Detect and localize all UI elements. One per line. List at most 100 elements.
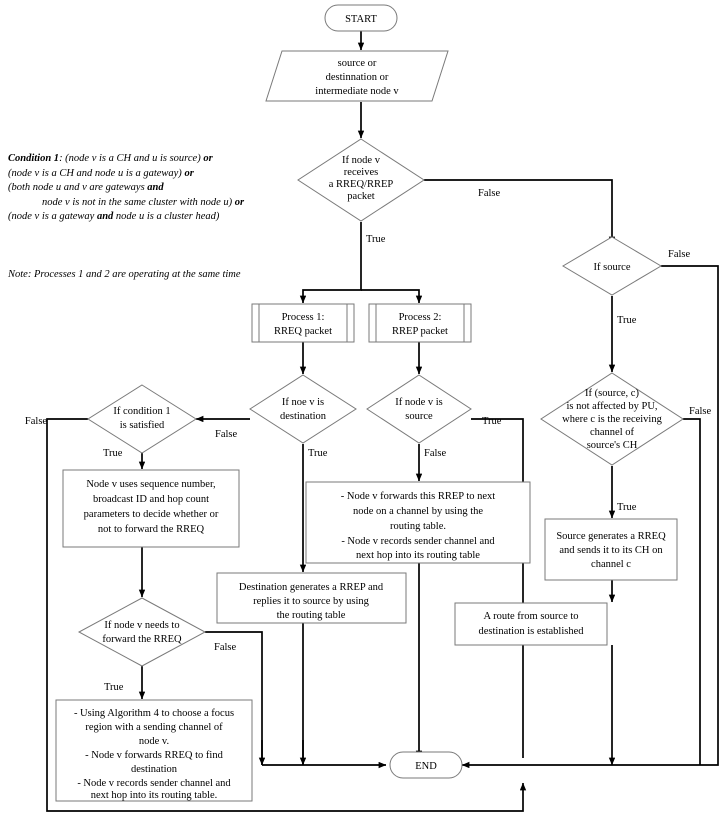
node-decision-condition1: If condition 1 is satisfied [87, 384, 197, 454]
label-receives-false: False [478, 188, 501, 199]
node-decision-if-source-label: If source [593, 262, 630, 273]
node-decision-receives-line-1: If node v [342, 155, 381, 166]
node-decision-receives-line-3: a RREQ/RREP [329, 179, 394, 190]
node-decision-condition1-line-1: If condition 1 [113, 406, 170, 417]
node-process-2-line-1: Process 2: [399, 312, 442, 323]
node-decision-receives: If node v receives a RREQ/RREP packet [297, 138, 425, 222]
node-decision-if-source: If source [562, 236, 662, 296]
node-box-algorithm4-line-1: - Using Algorithm 4 to choose a focus [74, 708, 234, 719]
edge-receives-false [424, 179, 616, 245]
node-box-rrep-forward-line-3: routing table. [390, 521, 446, 532]
process-order-note: Note: Processes 1 and 2 are operating at… [8, 269, 241, 280]
condition-1-line-3: (both node u and v are gateways [8, 182, 148, 193]
edge-nodevsource-true [471, 418, 524, 758]
condition-1-or-3: or [234, 196, 245, 208]
node-box-source-rreq-line-1: Source generates a RREQ [556, 531, 666, 542]
edge-pu-false [683, 418, 701, 765]
node-box-destination-rrep-line-3: the routing table [277, 610, 346, 621]
edge-condition1-false [46, 418, 527, 812]
label-nodevsource-true: True [482, 416, 502, 427]
label-condition1-false: False [25, 416, 48, 427]
node-decision-destination: If noe v is destination [249, 374, 357, 444]
node-decision-need-forward-line-1: If node v needs to [104, 620, 179, 631]
node-decision-nodev-source-line-2: source [405, 411, 433, 422]
node-box-sequence: Node v uses sequence number, broadcast I… [62, 469, 240, 548]
node-box-destination-rrep: Destination generates a RREP and replies… [216, 572, 407, 624]
node-end: END [389, 751, 463, 779]
node-box-source-rreq-line-3: channel c [591, 559, 631, 570]
node-end-label: END [415, 761, 437, 772]
node-box-sequence-line-1: Node v uses sequence number, [86, 479, 215, 490]
node-start: START [324, 4, 398, 32]
node-input-v-line-2: destinnation or [326, 72, 389, 83]
label-needforward-true: True [104, 682, 124, 693]
node-decision-need-forward-line-2: forward the RREQ [102, 634, 182, 645]
node-decision-receives-line-4: packet [347, 191, 374, 202]
node-box-destination-rrep-line-2: replies it to source by using [253, 596, 370, 607]
node-process-1-line-1: Process 1: [282, 312, 325, 323]
label-destination-true: True [308, 448, 328, 459]
node-box-source-rreq-line-2: and sends it to its CH on [559, 545, 663, 556]
node-decision-nodev-source-line-1: If node v is [395, 397, 443, 408]
node-process-2-line-2: RREP packet [392, 326, 448, 337]
node-start-label: START [345, 14, 377, 25]
node-box-rrep-forward-line-5: next hop into its routing table [356, 550, 480, 561]
node-box-route-established-line-2: destination is established [479, 626, 585, 637]
node-process-1-line-2: RREQ packet [274, 326, 332, 337]
node-box-source-rreq: Source generates a RREQ and sends it to … [544, 518, 678, 581]
node-box-sequence-line-2: broadcast ID and hop count [93, 494, 209, 505]
node-decision-pu-line-5: source's CH [587, 440, 638, 451]
label-issource-true: True [617, 315, 637, 326]
node-box-rrep-forward-line-4: - Node v records sender channel and [341, 536, 495, 547]
condition-1-and-1: and [147, 182, 164, 193]
node-box-algorithm4: - Using Algorithm 4 to choose a focus re… [55, 699, 253, 802]
edge-issource-false [461, 265, 719, 769]
label-nodevsource-false: False [424, 448, 447, 459]
condition-1-line-5-rest: node u is a cluster head) [113, 211, 220, 222]
label-pu-true: True [617, 502, 637, 513]
condition-1-label: Condition 1 [8, 153, 60, 164]
node-box-rrep-forward-line-1: - Node v forwards this RREP to next [341, 491, 496, 502]
node-input-v: source or destinnation or intermediate n… [265, 50, 449, 102]
label-issource-false: False [668, 249, 691, 260]
node-box-route-established-line-1: A route from source to [483, 611, 578, 622]
node-box-sequence-line-3: parameters to decide whether or [84, 509, 219, 520]
node-decision-receives-line-2: receives [344, 167, 378, 178]
edge-receives-true-to-p1 [299, 222, 362, 304]
node-box-algorithm4-line-4: - Node v forwards RREQ to find [85, 750, 223, 761]
node-box-algorithm4-line-2: region with a sending channel of [85, 722, 223, 733]
edge-receives-true-to-p2 [361, 289, 423, 304]
node-box-destination-rrep-line-1: Destination generates a RREP and [239, 582, 384, 593]
node-decision-destination-line-2: destination [280, 411, 327, 422]
label-condition1-true: True [103, 448, 123, 459]
node-process-1: Process 1: RREQ packet [251, 303, 355, 343]
node-decision-pu-line-4: channel of [590, 427, 635, 438]
node-input-v-line-3: intermediate node v [315, 86, 399, 97]
label-receives-true: True [366, 234, 386, 245]
condition-1-line-1: : (node v is a CH and u is source) [59, 153, 204, 164]
node-input-v-line-1: source or [338, 58, 377, 69]
node-decision-need-forward: If node v needs to forward the RREQ [77, 597, 207, 667]
condition-1-or-2: or [184, 167, 194, 179]
condition-1-line-5: (node v is a gateway [8, 211, 97, 222]
node-box-algorithm4-line-7: next hop into its routing table. [91, 790, 218, 801]
node-box-rrep-forward-line-2: node on a channel by using the [353, 506, 483, 517]
node-decision-pu-line-1: If (source, c) [585, 388, 639, 399]
node-box-sequence-line-4: not to forward the RREQ [98, 524, 205, 535]
node-decision-destination-line-1: If noe v is [282, 397, 324, 408]
condition-1-line-2: (node v is a CH and node u is a gateway) [8, 167, 185, 179]
node-decision-condition1-line-2: is satisfied [120, 420, 165, 431]
condition-1-or-1: or [203, 153, 213, 164]
condition-1-annotation: Condition 1: (node v is a CH and u is so… [8, 152, 244, 225]
edge-needforward-false [205, 631, 263, 765]
node-decision-pu: If (source, c) is not affected by PU, wh… [540, 372, 684, 466]
node-box-algorithm4-line-6: - Node v records sender channel and [77, 778, 231, 789]
label-destination-false: False [215, 429, 238, 440]
condition-1-line-4: node v is not in the same cluster with n… [42, 196, 235, 208]
label-needforward-false: False [214, 642, 237, 653]
node-box-algorithm4-line-5: destination [131, 764, 178, 775]
node-box-rrep-forward: - Node v forwards this RREP to next node… [305, 481, 531, 564]
node-box-algorithm4-line-3: node v. [139, 736, 169, 747]
